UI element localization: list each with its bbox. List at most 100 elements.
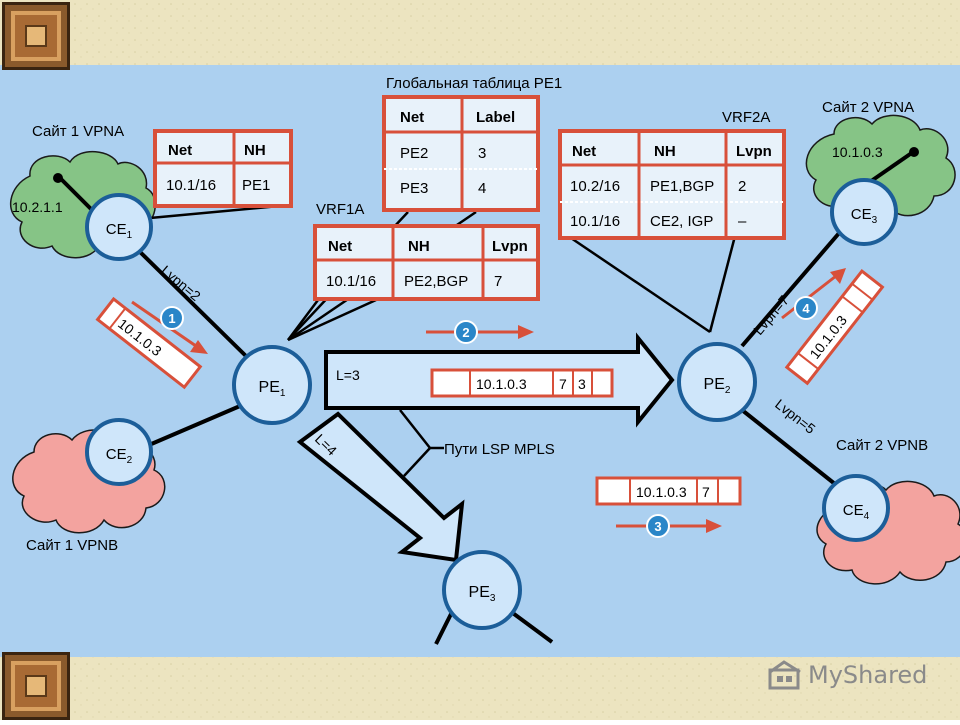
svg-text:2: 2 (462, 325, 469, 340)
step-badge-4: 4 (794, 296, 818, 320)
global-table-cell: PE2 (400, 145, 428, 162)
node-ce2[interactable]: CE2 (85, 418, 153, 486)
packet-step3: 10.1.0.3 7 (595, 476, 742, 506)
ce1-table-cell: 10.1/16 (166, 177, 216, 194)
vrf2a-cell: 10.2/16 (570, 178, 620, 195)
node-pe1[interactable]: PE1 (232, 345, 312, 425)
house-icon (768, 660, 801, 690)
link-ce2-pe1 (141, 404, 241, 450)
packet-step3-label1: 7 (702, 484, 710, 500)
global-table-cell: PE3 (400, 180, 428, 197)
lsp-arrow-pe1-pe3 (296, 411, 465, 563)
node-ce4-subscript: 4 (864, 511, 870, 522)
global-table-cell: 4 (478, 180, 486, 197)
site1-vpna-label: Сайт 1 VPNA (32, 123, 124, 140)
vrf2a-cell: PE1,BGP (650, 178, 714, 195)
packet-step2: 10.1.0.3 7 3 (430, 368, 614, 398)
step-badge-3: 3 (646, 514, 670, 538)
node-pe3[interactable]: PE3 (442, 550, 522, 630)
arrow-step3-head (706, 519, 722, 533)
node-ce3-label: CE (851, 206, 872, 223)
svg-text:4: 4 (802, 301, 810, 316)
node-ce1-subscript: 1 (127, 230, 133, 241)
arrow-step4-head (830, 268, 846, 284)
vrf2a-header-net: Net (572, 143, 596, 160)
arrow-step2-head (518, 325, 534, 339)
vrf2a-cell: – (738, 213, 747, 230)
packet-step2-label2: 3 (578, 376, 586, 392)
vrf2a-cell: 10.1/16 (570, 213, 620, 230)
link-pe2-ce3 (740, 230, 842, 348)
lsp-paths-label: Пути LSP MPLS (444, 441, 555, 458)
vrf1a-header-net: Net (328, 238, 352, 255)
node-pe2[interactable]: PE2 (677, 342, 757, 422)
vrf2a-cell: CE2, IGP (650, 213, 713, 230)
vrf1a-cell: 10.1/16 (326, 273, 376, 290)
ce1-route-table: Net NH 10.1/16 PE1 (153, 129, 293, 208)
endpoint-dot-site2 (909, 147, 919, 157)
link-pe2-ce4 (740, 408, 842, 490)
watermark-text: MyShared (808, 661, 928, 689)
callout-vrf1a-1 (287, 299, 319, 341)
lsp-label-l3: L=3 (336, 367, 360, 383)
node-ce1[interactable]: CE1 (85, 193, 153, 261)
global-table-cell: 3 (478, 145, 486, 162)
node-ce4[interactable]: CE4 (822, 474, 890, 542)
node-ce2-subscript: 2 (127, 455, 133, 466)
endpoint-dot-site1 (53, 173, 63, 183)
node-ce3-subscript: 3 (872, 215, 878, 226)
lsp-label-pointer-lower (403, 447, 431, 477)
svg-text:CE3: CE3 (851, 206, 878, 226)
packet-step3-ip: 10.1.0.3 (636, 484, 687, 500)
node-pe1-subscript: 1 (280, 388, 286, 399)
svg-text:CE1: CE1 (106, 221, 133, 241)
packet-step4 (784, 269, 885, 386)
svg-text:PE2: PE2 (704, 376, 731, 396)
ce1-table-header-nh: NH (244, 142, 266, 159)
vrf1a-header-nh: NH (408, 238, 430, 255)
vrf1a-table: Net NH Lvpn 10.1/16 PE2,BGP 7 (313, 224, 540, 301)
vrf2a-title: VRF2A (722, 109, 770, 126)
vrf1a-cell: PE2,BGP (404, 273, 468, 290)
vrf1a-header-lvpn: Lvpn (492, 238, 528, 255)
node-pe3-label: PE (469, 584, 490, 601)
svg-text:PE3: PE3 (469, 584, 496, 604)
vrf2a-cell: 2 (738, 178, 746, 195)
vrf2a-table: Net NH Lvpn 10.2/16 PE1,BGP 2 10.1/16 CE… (558, 129, 786, 240)
global-table-header-net: Net (400, 109, 424, 126)
packet-step2-ip: 10.1.0.3 (476, 376, 527, 392)
ce1-table-header-net: Net (168, 142, 192, 159)
packet-step2-label1: 7 (559, 376, 567, 392)
site1-cloud-ip: 10.2.1.1 (12, 199, 63, 215)
global-table-header-label: Label (476, 109, 515, 126)
node-ce4-label: CE (843, 502, 864, 519)
callout-vrf2a-2 (708, 235, 737, 333)
global-route-table: Net Label PE2 3 PE3 4 (382, 95, 540, 212)
svg-text:CE4: CE4 (843, 502, 870, 522)
ce1-table-cell: PE1 (242, 177, 270, 194)
site2-cloud-ip: 10.1.0.3 (832, 144, 883, 160)
node-pe2-label: PE (704, 376, 725, 393)
svg-text:1: 1 (168, 311, 175, 326)
node-pe3-subscript: 3 (490, 593, 496, 604)
node-pe2-subscript: 2 (725, 385, 731, 396)
node-ce2-label: CE (106, 446, 127, 463)
site2-vpna-label: Сайт 2 VPNA (822, 99, 914, 116)
svg-text:CE2: CE2 (106, 446, 133, 466)
svg-text:3: 3 (654, 519, 661, 534)
corner-block-top-left (2, 2, 70, 70)
vrf1a-title: VRF1A (316, 201, 364, 218)
vrf1a-cell: 7 (494, 273, 502, 290)
node-ce3[interactable]: CE3 (830, 178, 898, 246)
svg-text:PE1: PE1 (259, 379, 286, 399)
site2-vpnb-label: Сайт 2 VPNB (836, 437, 928, 454)
global-table-title: Глобальная таблица PE1 (386, 75, 562, 92)
step-badge-1: 1 (160, 306, 184, 330)
watermark-logo: MyShared (768, 658, 927, 692)
node-pe1-label: PE (259, 379, 280, 396)
site1-vpnb-label: Сайт 1 VPNB (26, 537, 118, 554)
callout-vrf1a-2 (287, 298, 377, 342)
corner-block-bottom-left (2, 652, 70, 720)
